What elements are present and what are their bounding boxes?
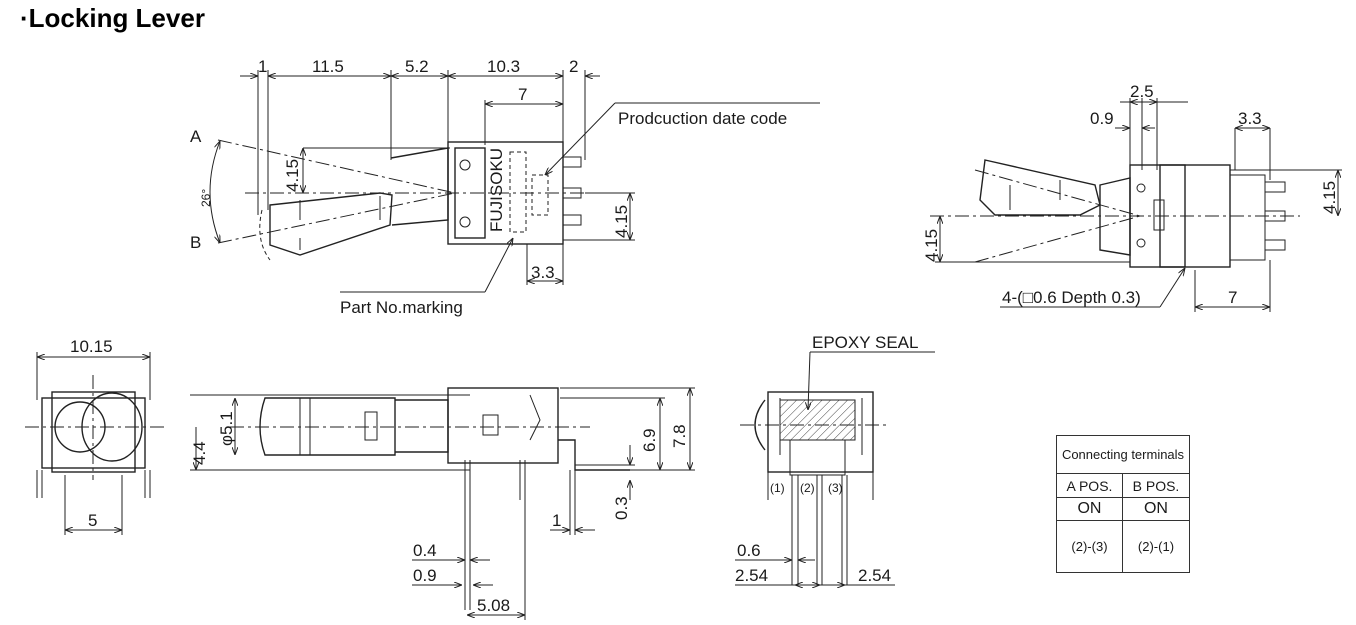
brand-fujisoku: FUJISOKU — [487, 148, 506, 232]
dim-3-3-right: 3.3 — [1238, 109, 1262, 128]
state-a: ON — [1056, 497, 1123, 521]
terminal-2: (2) — [800, 481, 815, 495]
dim-4-15-left: 4.15 — [283, 159, 302, 192]
dim-5-08: 5.08 — [477, 596, 510, 615]
label-a: A — [190, 127, 202, 146]
rear-view: EPOXY SEAL (1) (2) (3) 0.6 2.54 2.54 — [735, 333, 935, 585]
dim-11-5: 11.5 — [312, 57, 344, 76]
epoxy-seal-label: EPOXY SEAL — [812, 333, 918, 352]
dim-0-3: 0.3 — [612, 496, 631, 520]
state-b: ON — [1121, 497, 1191, 521]
dim-7-right: 7 — [1228, 288, 1237, 307]
right-top-view: 2.5 0.9 3.3 4.15 4.15 7 4-(□0.6 Depth 0.… — [922, 82, 1342, 312]
dim-0-4: 0.4 — [413, 541, 437, 560]
dim-2-5: 2.5 — [1130, 82, 1154, 101]
dim-phi-5-1: φ5.1 — [217, 411, 236, 446]
dim-6-9: 6.9 — [640, 428, 659, 452]
date-code-callout: Prodcuction date code — [618, 109, 787, 128]
angle-26: 26° — [199, 189, 213, 207]
dim-4-15-right-view: 4.15 — [1320, 181, 1339, 214]
column-b-pos: B POS. — [1121, 473, 1191, 498]
label-b: B — [190, 233, 201, 252]
page-title: ·Locking Lever — [20, 3, 205, 33]
side-view: 4.4 φ5.1 6.9 7.8 0.3 1 0.4 0.9 5.08 — [190, 387, 695, 620]
dim-0-9-side: 0.9 — [413, 566, 437, 585]
dim-2: 2 — [569, 57, 578, 76]
dim-0-9: 0.9 — [1090, 109, 1114, 128]
dim-10-3: 10.3 — [487, 57, 520, 76]
terminals-a: (2)-(3) — [1056, 520, 1123, 573]
dim-1: 1 — [258, 57, 267, 76]
dim-2-54-left: 2.54 — [735, 566, 768, 585]
hole-callout: 4-(□0.6 Depth 0.3) — [1002, 288, 1141, 307]
dim-1-side: 1 — [552, 511, 561, 530]
front-view: 10.15 5 — [25, 337, 165, 535]
dim-3-3: 3.3 — [531, 263, 555, 282]
terminal-3: (3) — [828, 481, 843, 495]
dim-0-6: 0.6 — [737, 541, 761, 560]
dim-7: 7 — [518, 85, 527, 104]
dim-4-15-left-view: 4.15 — [922, 229, 941, 262]
dim-5-2: 5.2 — [405, 57, 429, 76]
terminal-1: (1) — [770, 481, 785, 495]
dim-4-15-right: 4.15 — [612, 205, 631, 238]
dim-5: 5 — [88, 511, 97, 530]
table-header: Connecting terminals — [1056, 435, 1190, 474]
column-a-pos: A POS. — [1056, 473, 1123, 498]
part-no-callout: Part No.marking — [340, 298, 463, 317]
terminals-b: (2)-(1) — [1121, 520, 1191, 573]
dim-4-4: 4.4 — [190, 441, 209, 465]
top-view: 1 11.5 5.2 10.3 2 7 A B 26° 4.15 — [190, 57, 820, 317]
dim-7-8: 7.8 — [670, 424, 689, 448]
dim-2-54-right: 2.54 — [858, 566, 891, 585]
dim-10-15: 10.15 — [70, 337, 113, 356]
